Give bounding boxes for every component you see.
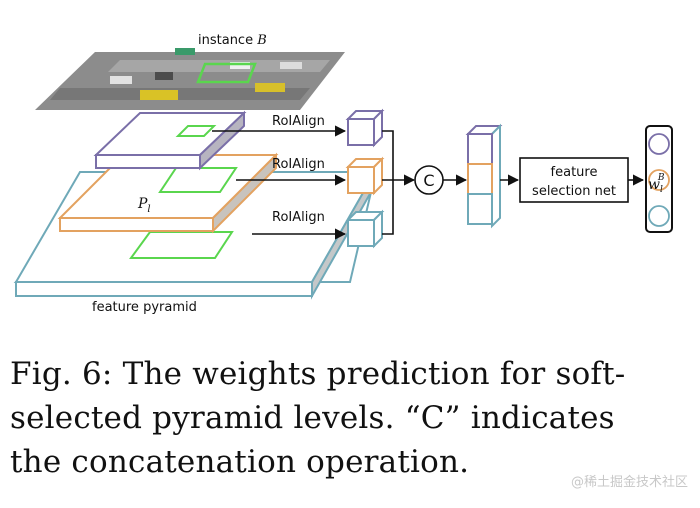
roi-box-middle [158, 167, 238, 193]
weight-symbol: wlB [648, 173, 665, 195]
merge-bracket [382, 130, 394, 235]
feature-cube-top [345, 108, 385, 148]
selection-net-label-line2: selection net [532, 184, 616, 199]
weight-middle [648, 169, 670, 191]
instance-label: instance B [198, 33, 267, 48]
instance-image [35, 48, 345, 110]
weight-top [648, 133, 670, 155]
roialign-label-middle: RoIAlign [272, 157, 325, 172]
concat-symbol: C [423, 171, 434, 190]
watermark: @稀土掘金技术社区 [570, 475, 688, 490]
weight-bottom [648, 205, 670, 227]
caption-line-3: the concatenation operation. [10, 444, 470, 480]
weight-vector [645, 125, 673, 233]
figure-caption: Fig. 6: The weights prediction for soft-… [10, 352, 690, 484]
selection-net-label-line1: feature [551, 165, 598, 180]
diagram: instance B Pl RoIAlign RoIA [13, 33, 673, 315]
feature-cube-middle [345, 156, 385, 196]
yellow-car-icon [255, 83, 285, 92]
pyramid-level-top [93, 110, 247, 171]
pyramid-label: feature pyramid [92, 300, 197, 315]
roi-box-top [175, 125, 217, 137]
caption-line-1: Fig. 6: The weights prediction for soft- [10, 356, 626, 392]
feature-cube-bottom [345, 209, 385, 249]
yellow-car-icon [140, 90, 178, 100]
roialign-label-bottom: RoIAlign [272, 210, 325, 225]
caption-line-2: selected pyramid levels. “C” indicates [10, 400, 615, 436]
roialign-label-top: RoIAlign [272, 114, 325, 129]
concatenated-feature-stack [465, 123, 503, 229]
instance-box [196, 62, 257, 84]
level-label: Pl [137, 196, 151, 215]
pyramid-level-middle [57, 152, 279, 234]
green-marker-icon [175, 48, 195, 55]
